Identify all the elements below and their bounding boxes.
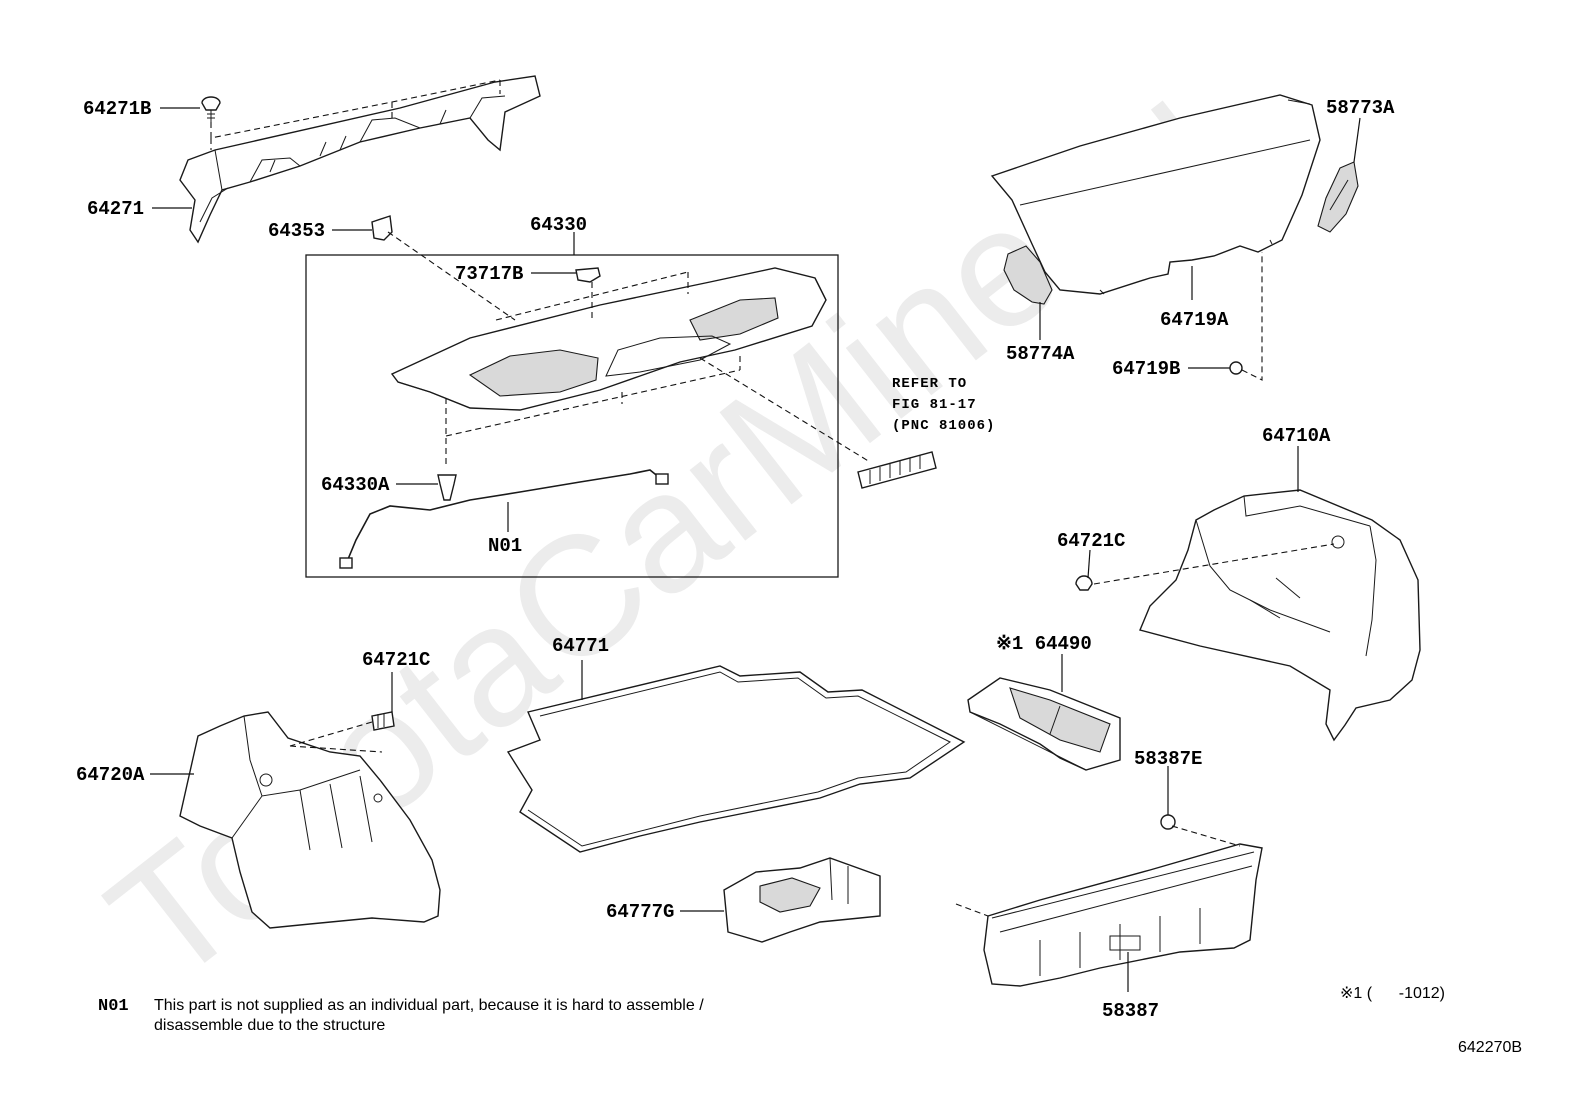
part-64710A-trunk-side-trim: [1139, 489, 1421, 742]
part-64490-storage-tray: [967, 677, 1121, 771]
refer-to-line-3: (PNC 81006): [892, 418, 995, 434]
callout-73717B: 73717B: [455, 263, 523, 285]
part-64771-floor-mat: [506, 665, 966, 853]
footnote-line-2: disassemble due to the structure: [154, 1017, 385, 1034]
callout-64721C-left: 64721C: [362, 649, 430, 671]
part-64719B-clip: [1229, 361, 1243, 375]
callout-64353: 64353: [268, 220, 325, 242]
part-64330A-clip: [437, 474, 457, 501]
part-64353-bracket: [371, 215, 393, 241]
part-73717B-clip: [575, 267, 601, 283]
part-referenced-81006: [857, 451, 937, 489]
callout-64719A: 64719A: [1160, 309, 1229, 331]
part-58774A-bracket: [1003, 245, 1053, 305]
callout-64490: ※1 64490: [996, 633, 1092, 655]
part-N01-wire-harness: [339, 469, 669, 569]
callout-64719B: 64719B: [1112, 358, 1180, 380]
assembly-box-64330: [305, 254, 839, 578]
callout-64721C-right: 64721C: [1057, 530, 1125, 552]
callout-N01: N01: [488, 535, 522, 557]
callout-64271B: 64271B: [83, 98, 151, 120]
callout-64771: 64771: [552, 635, 609, 657]
callout-64777G: 64777G: [606, 901, 674, 923]
footnote-line-1: This part is not supplied as an individu…: [154, 997, 704, 1014]
part-64719A-trunk-lid-lining: [990, 94, 1321, 295]
part-64271B-clip: [201, 96, 221, 122]
callout-58774A: 58774A: [1006, 343, 1075, 365]
callout-64720A: 64720A: [76, 764, 145, 786]
callout-64330: 64330: [530, 214, 587, 236]
part-64721C-screw-right: [1075, 575, 1093, 591]
figure-code: 642270B: [1458, 1039, 1522, 1056]
callout-64271: 64271: [87, 198, 144, 220]
part-58387E-clip: [1160, 814, 1176, 830]
part-58387-rear-panel-trim: [983, 843, 1263, 987]
callout-58387E: 58387E: [1134, 748, 1202, 770]
applicability-note: ※1 ( -1012): [1340, 985, 1445, 1002]
callout-64330A: 64330A: [321, 474, 390, 496]
callout-58773A: 58773A: [1326, 97, 1395, 119]
refer-to-line-2: FIG 81-17: [892, 397, 977, 413]
part-64720A-trunk-side-trim: [179, 711, 441, 929]
part-64777G-tool-tray: [723, 857, 881, 943]
callout-64710A: 64710A: [1262, 425, 1331, 447]
part-64721C-screw-left: [371, 711, 395, 731]
part-64330-package-tray: [390, 267, 827, 411]
part-64271-tray-support: [179, 75, 541, 244]
footnote-code: N01: [98, 997, 129, 1016]
part-58773A-bracket: [1317, 161, 1359, 233]
callout-58387: 58387: [1102, 1000, 1159, 1022]
refer-to-line-1: REFER TO: [892, 376, 967, 392]
